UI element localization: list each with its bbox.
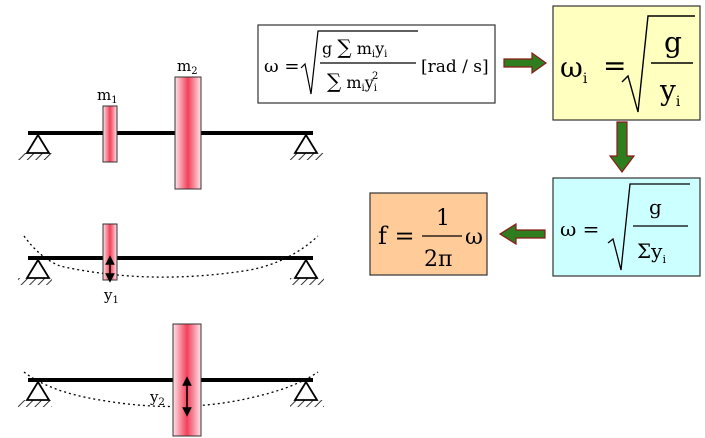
beam-row-deflection-1: y1 <box>18 223 324 306</box>
deflection-y1-label: y1 <box>103 286 119 306</box>
svg-text:ωi: ωi <box>560 51 588 87</box>
mass-m2 <box>174 76 202 190</box>
formula-omega-i: ωi = g yi <box>552 5 701 121</box>
arrow-down <box>608 121 636 173</box>
beam-row-static: m1 m2 <box>18 57 324 190</box>
svg-text:1: 1 <box>436 206 450 231</box>
mass-m1-label: m1 <box>97 86 118 106</box>
svg-text:[rad / s]: [rad / s] <box>421 57 489 77</box>
support-right <box>290 380 324 407</box>
svg-text:ω: ω <box>465 225 483 250</box>
arrow-right <box>503 51 548 75</box>
support-right <box>290 133 324 160</box>
svg-text:yi: yi <box>659 74 681 110</box>
deflection-y2-label: y2 <box>149 388 165 408</box>
mass-m2 <box>172 323 202 437</box>
support-left <box>18 380 52 407</box>
svg-text:∑ miyi2: ∑ miyi2 <box>327 69 378 94</box>
formula-rayleigh: ω = g ∑ miyi ∑ miyi2 [rad / s] <box>257 24 496 104</box>
beam-row-deflection-2: y2 <box>18 323 324 437</box>
svg-text:f =: f = <box>378 222 415 250</box>
svg-text:g: g <box>664 26 682 59</box>
deflection-curve-2 <box>23 371 319 408</box>
arrow-left <box>498 222 546 246</box>
support-right <box>290 258 324 285</box>
formula-dunkerley: ω = g Σyi <box>552 177 701 277</box>
svg-text:2π: 2π <box>424 247 452 272</box>
svg-text:=: = <box>603 49 626 82</box>
svg-text:ω =: ω = <box>560 217 599 241</box>
svg-text:g: g <box>649 195 662 219</box>
support-left <box>18 133 52 160</box>
svg-text:ω =: ω = <box>264 56 299 77</box>
support-left <box>18 258 52 285</box>
svg-text:g ∑ miyi: g ∑ miyi <box>322 35 387 60</box>
svg-text:Σyi: Σyi <box>637 239 666 266</box>
formula-frequency: f = 1 2π ω <box>369 192 488 276</box>
mass-m2-label: m2 <box>177 57 198 77</box>
mass-m1 <box>102 105 118 163</box>
